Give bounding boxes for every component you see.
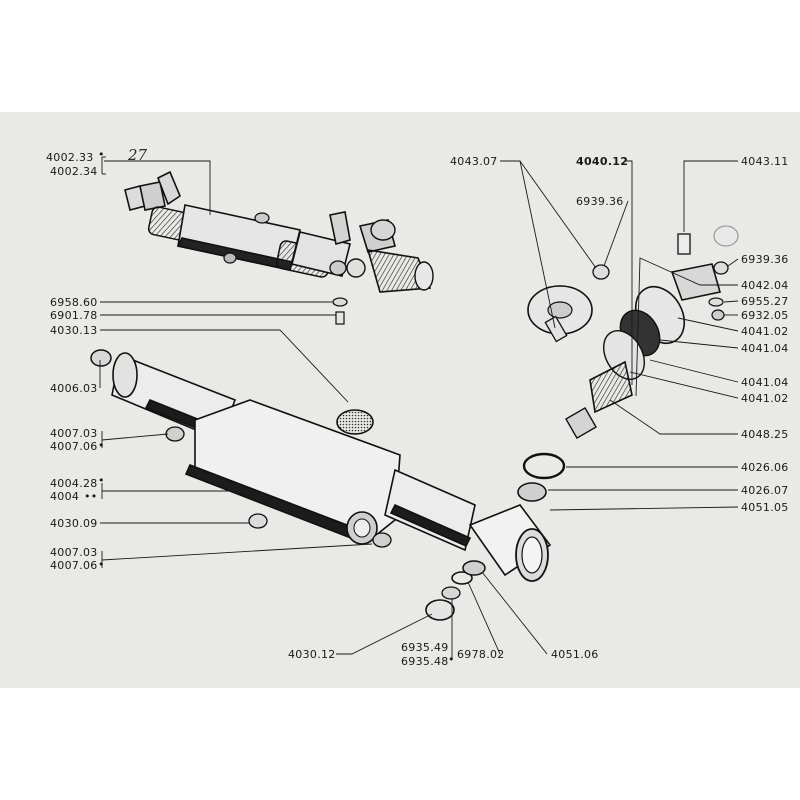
- label-4043-11: 4043.11: [741, 155, 789, 168]
- label-6958-60: 6958.60: [50, 296, 98, 309]
- spring-6978-02: [451, 571, 473, 585]
- dot-4004: ••: [84, 490, 98, 503]
- label-4051-06: 4051.06: [551, 648, 599, 661]
- nut-6939-36-right: [713, 261, 729, 275]
- shim-6935: [441, 586, 461, 600]
- label-4030-09: 4030.09: [50, 517, 98, 530]
- label-4041-02-lower: 4041.02: [741, 392, 789, 405]
- dot-4007-06-lower: •: [98, 558, 105, 571]
- label-4006-03: 4006.03: [50, 382, 98, 395]
- label-6939-36-right: 6939.36: [741, 253, 789, 266]
- bolt-4043-11: [677, 233, 691, 255]
- label-6935-48: 6935.48: [401, 655, 449, 668]
- ring-4026-07: [517, 482, 547, 502]
- assembled-steering-rack: [124, 170, 434, 293]
- label-6901-78: 6901.78: [50, 309, 98, 322]
- bearing-cap: [713, 225, 739, 247]
- pinion-cover: [527, 285, 593, 343]
- nut-6932-05: [711, 309, 725, 321]
- label-4041-02-upper: 4041.02: [741, 325, 789, 338]
- dot-4007-06-upper: •: [98, 439, 105, 452]
- plug-4030-09: [248, 513, 268, 529]
- handwritten-note: 27: [127, 146, 148, 164]
- pinion-4048-25: [565, 360, 633, 439]
- label-4007-03-upper: 4007.03: [50, 427, 98, 440]
- plug-4030-12: [425, 599, 455, 621]
- right-bellows: [366, 249, 434, 293]
- label-4002-34: 4002.34: [50, 165, 98, 178]
- label-4030-13: 4030.13: [50, 324, 98, 337]
- label-6939-36-left: 6939.36: [576, 195, 624, 208]
- label-4004: 4004: [50, 490, 79, 503]
- label-4041-04-upper: 4041.04: [741, 342, 789, 355]
- label-4026-06: 4026.06: [741, 461, 789, 474]
- bushing-4007-03-lower: [372, 532, 392, 548]
- label-4030-12: 4030.12: [288, 648, 336, 661]
- dot-4002-33: •: [98, 148, 105, 161]
- label-4002-33: 4002.33: [46, 151, 94, 164]
- label-4048-25: 4048.25: [741, 428, 789, 441]
- rack-housing: [90, 349, 552, 582]
- screw-6901-78: [335, 311, 345, 325]
- label-4026-07: 4026.07: [741, 484, 789, 497]
- label-6935-49: 6935.49: [401, 641, 449, 654]
- label-4040-12: 4040.12: [576, 155, 628, 168]
- label-4051-05: 4051.05: [741, 501, 789, 514]
- label-4004-28: 4004.28: [50, 477, 98, 490]
- dot-6935-48: •: [448, 653, 455, 666]
- label-6955-27: 6955.27: [741, 295, 789, 308]
- label-4007-06-upper: 4007.06: [50, 440, 98, 453]
- label-4042-04: 4042.04: [741, 279, 789, 292]
- label-4007-03-lower: 4007.03: [50, 546, 98, 559]
- nut-6939-36-left: [592, 264, 610, 280]
- label-4007-06-lower: 4007.06: [50, 559, 98, 572]
- dot-4004-28: •: [98, 474, 105, 487]
- part-labels: 27 4002.33 • 4002.34 6958.60 6901.78 403…: [46, 146, 789, 668]
- plate-4042-04: [670, 263, 722, 301]
- label-4041-04-lower: 4041.04: [741, 376, 789, 389]
- washer-6955-27: [708, 297, 724, 307]
- label-4043-07: 4043.07: [450, 155, 498, 168]
- ring-4026-06: [522, 452, 566, 480]
- bushing-4007-03-upper: [165, 426, 185, 442]
- washer-6958-60: [332, 297, 348, 307]
- leader-lines: [99, 156, 739, 660]
- label-6932-05: 6932.05: [741, 309, 789, 322]
- label-6978-02: 6978.02: [457, 648, 505, 661]
- yoke-4051-06: [462, 560, 486, 576]
